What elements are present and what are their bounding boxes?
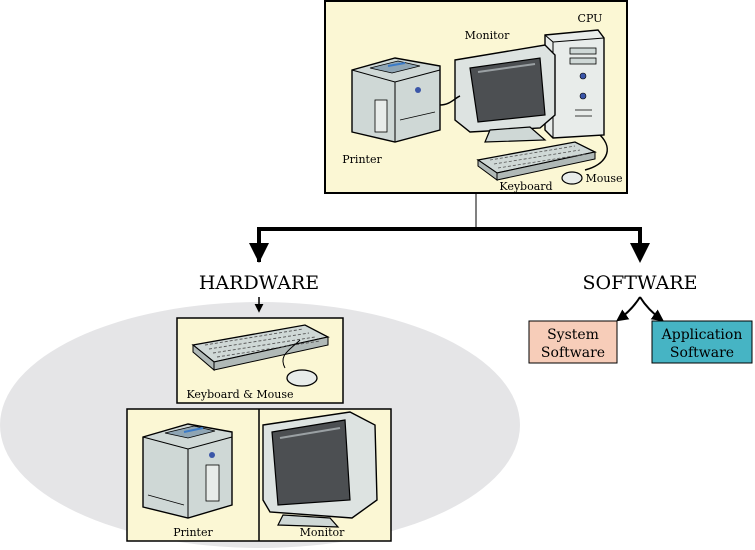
software-arrow-right: [639, 296, 664, 322]
keyboard-mouse-card: Keyboard & Mouse: [176, 317, 344, 404]
application-software-line1: Application: [661, 327, 743, 343]
keyboard-icon: [476, 141, 597, 181]
label-cpu: CPU: [578, 12, 603, 25]
label-monitor-large: Monitor: [300, 526, 346, 539]
application-software-box: Application Software: [651, 320, 753, 364]
monitor-large-icon: [262, 411, 378, 528]
label-mouse: Mouse: [585, 172, 622, 185]
label-printer: Printer: [342, 153, 382, 166]
keyboard-large-icon: [191, 324, 330, 372]
hardware-title: HARDWARE: [199, 272, 319, 294]
system-software-line2: Software: [541, 345, 605, 361]
printer-monitor-card: Printer Monitor: [126, 408, 392, 542]
printer-icon: [351, 57, 441, 143]
cpu-tower-icon: [544, 29, 605, 139]
computer-system-panel: CPU Monitor Printer Keyboard Mouse: [324, 0, 628, 194]
monitor-icon: [454, 44, 556, 143]
hardware-group: Keyboard & Mouse Printer: [0, 297, 520, 548]
mouse-icon: [561, 171, 583, 185]
system-software-box: System Software: [528, 320, 618, 364]
printer-large-icon: [142, 423, 233, 519]
software-title: SOFTWARE: [583, 272, 698, 294]
system-software-line1: System: [547, 327, 599, 343]
label-printer-large: Printer: [173, 526, 213, 539]
software-group: System Software Application Software: [528, 296, 753, 364]
label-keyboard: Keyboard: [499, 180, 552, 193]
label-monitor: Monitor: [465, 29, 511, 42]
mouse-large-icon: [286, 369, 318, 387]
branch-connector: [249, 193, 650, 263]
software-arrow-left: [616, 296, 641, 322]
label-keyboard-mouse: Keyboard & Mouse: [186, 388, 293, 401]
application-software-line2: Software: [670, 345, 734, 361]
